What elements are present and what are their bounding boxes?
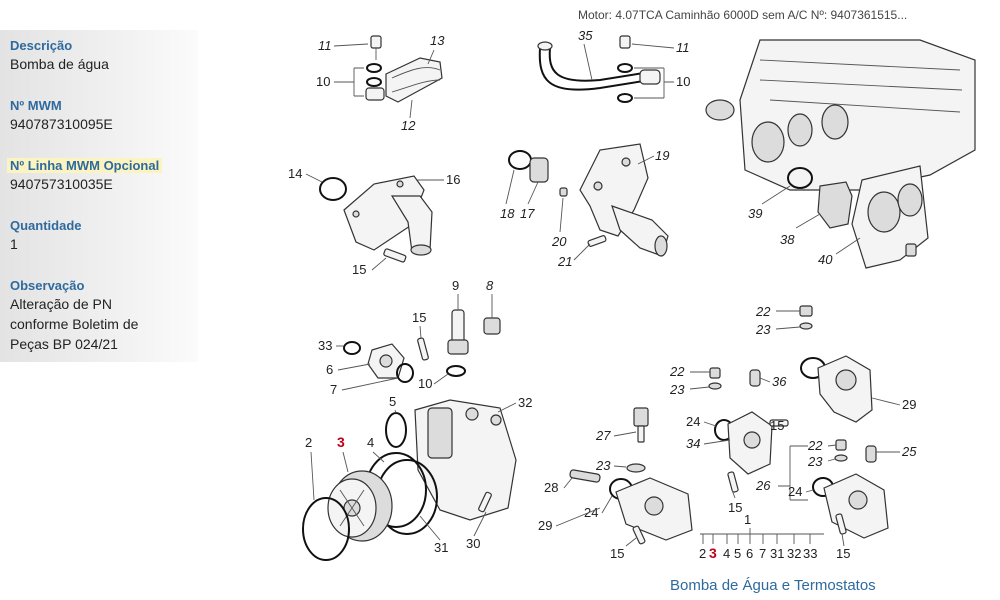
callout-11: 11 <box>676 40 690 55</box>
callout-30: 30 <box>466 536 480 551</box>
callout-13: 13 <box>430 33 445 48</box>
callout-9: 9 <box>452 278 459 293</box>
description-field: Descrição Bomba de água <box>10 38 195 74</box>
parts-list-item: 3 <box>709 545 717 561</box>
part-details-panel: Descrição Bomba de água Nº MWM 940787310… <box>0 30 198 362</box>
callout-10: 10 <box>676 74 690 89</box>
parts-list-item: 2 <box>699 546 706 561</box>
pipe-assembly-a[interactable] <box>365 35 443 103</box>
parts-list-item: 6 <box>746 546 753 561</box>
optional-line-label: Nº Linha MWM Opcional <box>7 158 163 173</box>
optional-line-field: Nº Linha MWM Opcional 940757310035E <box>7 158 195 194</box>
thermostat-housings-lower[interactable] <box>569 305 889 545</box>
callout-35: 35 <box>578 28 593 43</box>
callout-11: 11 <box>318 38 332 53</box>
callout-26: 26 <box>755 478 771 493</box>
callout-3-highlighted: 3 <box>337 434 345 450</box>
water-pump-assembly[interactable] <box>302 309 517 561</box>
parts-list-item: 4 <box>723 546 730 561</box>
callout-18: 18 <box>500 206 515 221</box>
callout-21: 21 <box>557 254 572 269</box>
callout-15: 15 <box>610 546 624 561</box>
parts-list-bracket <box>700 528 824 544</box>
parts-list-item: 31 <box>770 546 784 561</box>
callout-5: 5 <box>389 394 396 409</box>
callout-19: 19 <box>655 148 669 163</box>
callout-2: 2 <box>305 435 312 450</box>
callout-22: 22 <box>755 304 771 319</box>
callout-33: 33 <box>318 338 332 353</box>
callout-36: 36 <box>772 374 787 389</box>
callout-7: 7 <box>330 382 337 397</box>
callout-8: 8 <box>486 278 494 293</box>
callout-24: 24 <box>686 414 700 429</box>
diagram-caption: Bomba de Água e Termostatos <box>670 577 876 594</box>
observation-line: Alteração de PN <box>10 296 112 312</box>
cylinder-head-water-jacket[interactable] <box>705 39 976 269</box>
callout-23: 23 <box>755 322 771 337</box>
callout-34: 34 <box>686 436 700 451</box>
observation-label: Observação <box>10 278 85 293</box>
callout-15: 15 <box>412 310 426 325</box>
callout-22: 22 <box>669 364 685 379</box>
optional-line-value: 940757310035E <box>10 176 113 192</box>
callout-17: 17 <box>520 206 535 221</box>
callout-29: 29 <box>538 518 552 533</box>
callout-1: 1 <box>744 512 751 527</box>
callout-31: 31 <box>434 540 448 555</box>
quantity-value: 1 <box>10 236 18 252</box>
callout-23: 23 <box>807 454 823 469</box>
callout-12: 12 <box>401 118 416 133</box>
callout-24: 24 <box>584 505 598 520</box>
observation-line: conforme Boletim de <box>10 316 139 332</box>
callout-39: 39 <box>748 206 762 221</box>
description-value: Bomba de água <box>10 56 109 72</box>
callout-28: 28 <box>544 480 558 495</box>
callout-23: 23 <box>595 458 611 473</box>
engine-header: Motor: 4.07TCA Caminhão 6000D sem A/C Nº… <box>578 8 908 22</box>
callout-38: 38 <box>780 232 795 247</box>
callout-20: 20 <box>551 234 567 249</box>
description-label: Descrição <box>10 38 73 53</box>
callout-32: 32 <box>518 395 532 410</box>
callout-29: 29 <box>902 397 916 412</box>
water-outlet-elbow-16[interactable] <box>319 175 433 263</box>
parts-list-item: 33 <box>803 546 817 561</box>
callout-10: 10 <box>418 376 432 391</box>
quantity-field: Quantidade 1 <box>10 218 195 254</box>
callout-25: 25 <box>901 444 917 459</box>
callout-14: 14 <box>288 166 302 181</box>
parts-list-item: 32 <box>787 546 801 561</box>
callout-15: 15 <box>770 418 784 433</box>
parts-list-item: 5 <box>734 546 741 561</box>
callout-23: 23 <box>669 382 685 397</box>
callout-16: 16 <box>446 172 460 187</box>
thermostat-housing-19[interactable] <box>508 143 669 257</box>
callout-22: 22 <box>807 438 823 453</box>
callout-6: 6 <box>326 362 333 377</box>
callout-15: 15 <box>836 546 850 561</box>
callout-4: 4 <box>367 435 374 450</box>
quantity-label: Quantidade <box>10 218 82 233</box>
parts-list-item: 7 <box>759 546 766 561</box>
observation-field: Observação Alteração de PN conforme Bole… <box>10 278 195 354</box>
mwm-number-value: 940787310095E <box>10 116 113 132</box>
bypass-pipe-35[interactable] <box>537 35 661 103</box>
callout-10: 10 <box>316 74 330 89</box>
callout-15: 15 <box>352 262 366 277</box>
callout-24: 24 <box>788 484 802 499</box>
callout-15: 15 <box>728 500 742 515</box>
observation-line: Peças BP 024/21 <box>10 336 118 352</box>
mwm-number-field: Nº MWM 940787310095E <box>10 98 195 134</box>
mwm-number-label: Nº MWM <box>10 98 62 113</box>
callout-40: 40 <box>818 252 833 267</box>
callout-27: 27 <box>595 428 611 443</box>
